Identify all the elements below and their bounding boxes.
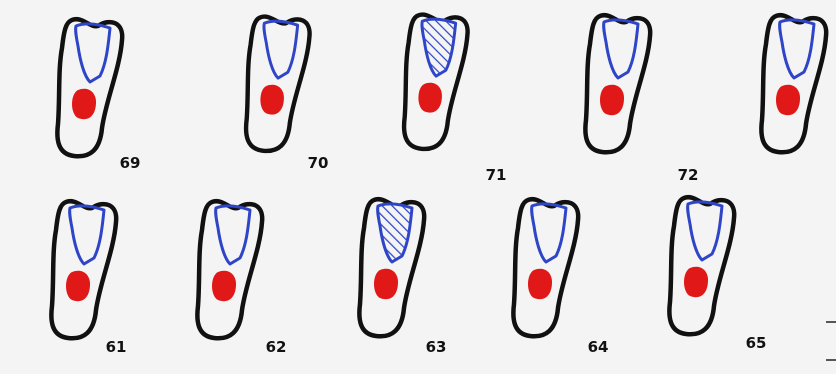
tooth-specimen bbox=[197, 201, 262, 338]
pulp-mark bbox=[528, 269, 552, 299]
pulp-mark bbox=[260, 85, 284, 115]
tooth-specimen bbox=[761, 15, 826, 152]
pulp-mark bbox=[72, 89, 96, 119]
canal-outline bbox=[532, 204, 566, 262]
tooth-outline bbox=[246, 17, 310, 151]
canal-outline bbox=[264, 21, 298, 78]
tooth-specimen bbox=[513, 199, 578, 336]
tooth-specimen bbox=[404, 15, 468, 149]
pulp-mark bbox=[212, 271, 236, 301]
specimen-label: 65 bbox=[746, 334, 767, 352]
tooth-specimen bbox=[669, 197, 734, 334]
specimen-label: 69 bbox=[120, 154, 141, 172]
specimen-label: 70 bbox=[308, 154, 329, 172]
specimen-label: 71 bbox=[486, 166, 507, 184]
tooth-specimen bbox=[246, 17, 310, 151]
specimen-label: 72 bbox=[678, 166, 699, 184]
specimen-label: 62 bbox=[266, 338, 287, 356]
canal-outline bbox=[604, 20, 638, 78]
tooth-specimen bbox=[359, 199, 424, 336]
canal-outline bbox=[688, 202, 722, 260]
canal-outline bbox=[216, 206, 250, 264]
pulp-mark bbox=[600, 85, 624, 115]
pulp-mark bbox=[418, 83, 442, 113]
tooth-outline bbox=[513, 199, 578, 336]
pulp-mark bbox=[66, 271, 90, 301]
tooth-outline bbox=[669, 197, 734, 334]
tooth-specimen bbox=[51, 201, 116, 338]
tooth-outline bbox=[197, 201, 262, 338]
canal-outline bbox=[70, 206, 104, 264]
pulp-mark bbox=[374, 269, 398, 299]
canal-outline bbox=[780, 20, 814, 78]
pulp-mark bbox=[684, 267, 708, 297]
specimen-label: 63 bbox=[426, 338, 447, 356]
canal-outline bbox=[76, 24, 110, 82]
tooth-specimen bbox=[585, 15, 650, 152]
specimen-label: 64 bbox=[588, 338, 609, 356]
hatched-canal bbox=[378, 204, 412, 262]
tooth-outline bbox=[51, 201, 116, 338]
tooth-outline bbox=[585, 15, 650, 152]
tooth-specimen bbox=[57, 19, 122, 156]
hatched-canal bbox=[422, 19, 456, 76]
tooth-outline bbox=[57, 19, 122, 156]
tooth-outline bbox=[761, 15, 826, 152]
pulp-mark bbox=[776, 85, 800, 115]
specimen-label: 61 bbox=[106, 338, 127, 356]
